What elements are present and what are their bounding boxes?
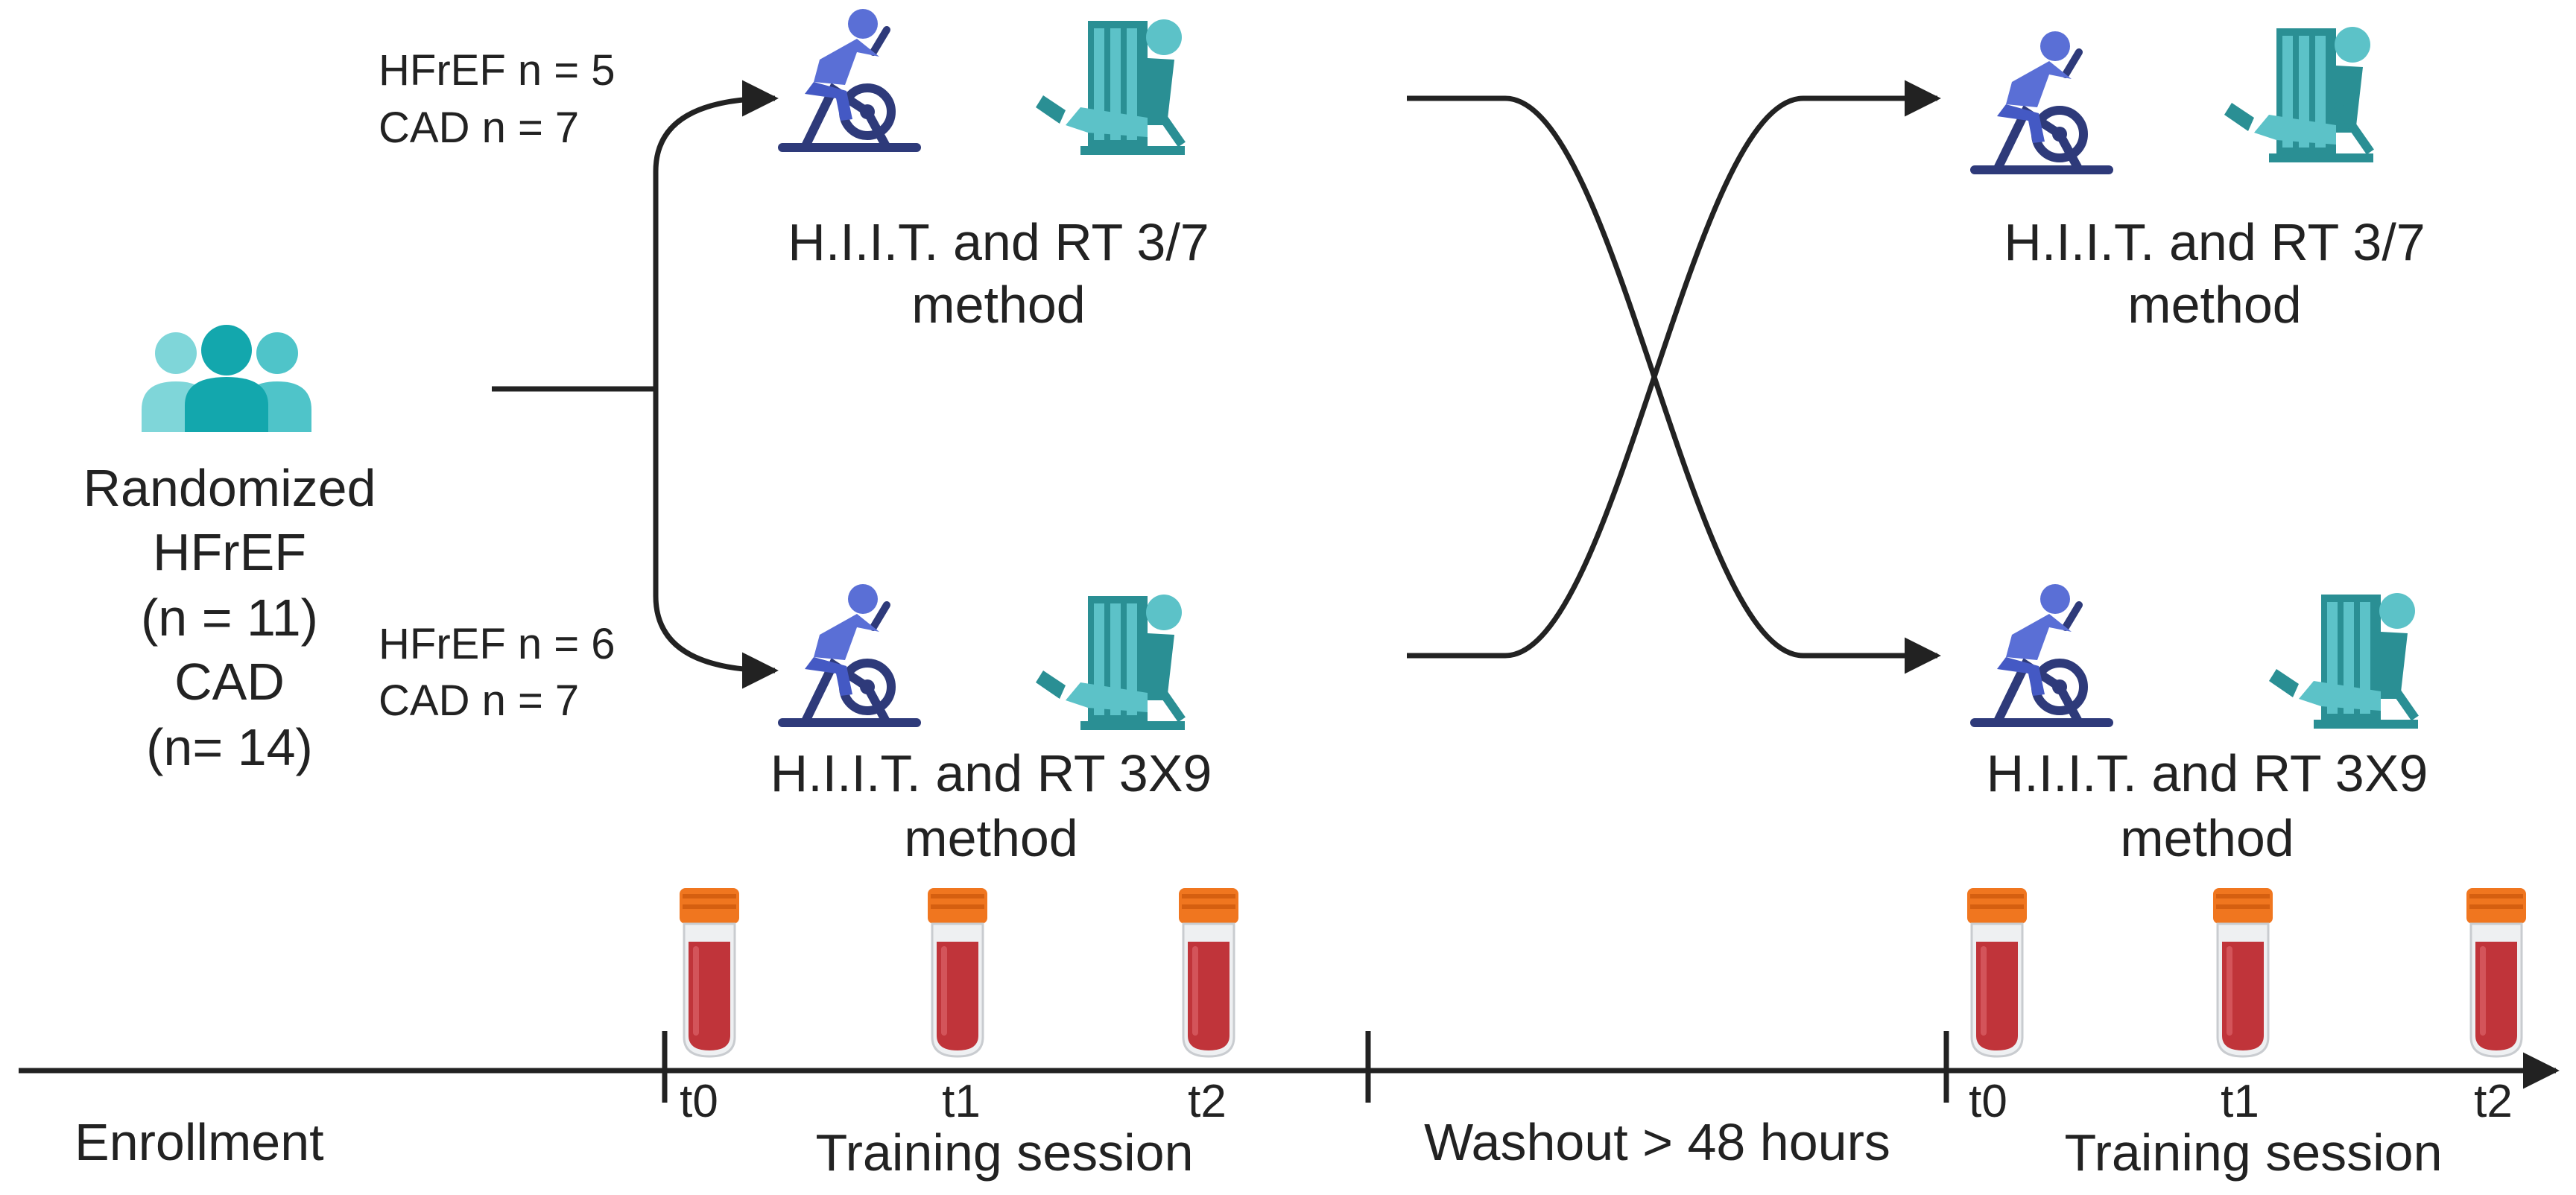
leg-extension-machine-icon xyxy=(2224,27,2373,162)
protocol-top-right-line-2: method xyxy=(2127,276,2302,334)
protocol-bottom-left-line-2: method xyxy=(904,809,1078,867)
leg-extension-machine-icon xyxy=(2269,593,2418,729)
protocol-top-right-line-1: H.I.I.T. and RT 3/7 xyxy=(2004,213,2425,271)
blood-sample-tube-icon xyxy=(926,887,989,1058)
branch-to-bottom xyxy=(653,389,779,689)
leg-extension-machine-icon xyxy=(1036,19,1185,155)
crossover-bottom-to-top xyxy=(1407,80,1941,659)
protocol-bottom-right-line-1: H.I.I.T. and RT 3X9 xyxy=(1986,744,2428,802)
timeline-tick-t0: t0 xyxy=(1969,1076,2007,1127)
protocol-bottom-left-line-1: H.I.I.T. and RT 3X9 xyxy=(770,744,1212,802)
blood-sample-tube-icon xyxy=(678,887,741,1058)
timeline-training-session-1-label: Training session xyxy=(815,1123,1194,1182)
timeline-tick-t1: t1 xyxy=(942,1076,981,1127)
randomized-label-line-5: (n= 14) xyxy=(146,718,313,776)
blood-sample-tube-icon xyxy=(2465,887,2528,1058)
leg-extension-machine-icon xyxy=(1036,595,1185,730)
bottom-group-cad-count: CAD n = 7 xyxy=(379,676,580,725)
blood-sample-tube-icon xyxy=(2212,887,2274,1058)
timeline-training-session-2-label: Training session xyxy=(2064,1123,2443,1182)
blood-sample-tube-icon xyxy=(1966,887,2028,1058)
people-group-icon xyxy=(142,325,311,432)
randomized-label-line-2: HFrEF xyxy=(152,523,307,581)
top-group-hfref-count: HFrEF n = 5 xyxy=(379,46,615,95)
timeline-tick-t2: t2 xyxy=(1188,1076,1227,1127)
bottom-group-hfref-count: HFrEF n = 6 xyxy=(379,620,615,668)
randomized-label-line-1: Randomized xyxy=(83,459,376,517)
randomized-label-line-4: CAD xyxy=(174,653,285,711)
exercise-bike-icon xyxy=(782,584,917,723)
exercise-bike-icon xyxy=(782,9,917,148)
timeline-tick-t0: t0 xyxy=(680,1076,718,1127)
timeline-washout-label: Washout > 48 hours xyxy=(1424,1113,1890,1171)
top-group-cad-count: CAD n = 7 xyxy=(379,104,580,152)
crossover-arrows xyxy=(1407,80,1941,674)
exercise-bike-icon xyxy=(1975,31,2109,170)
timeline xyxy=(19,1031,2560,1103)
branch-to-top xyxy=(653,80,779,389)
timeline-tick-t2: t2 xyxy=(2474,1076,2513,1127)
randomization-connectors xyxy=(492,80,779,689)
randomized-label-line-3: (n = 11) xyxy=(141,589,318,647)
exercise-bike-icon xyxy=(1975,584,2109,723)
timeline-tick-t1: t1 xyxy=(2221,1076,2259,1127)
protocol-top-left-line-2: method xyxy=(911,276,1086,334)
protocol-bottom-right-line-2: method xyxy=(2120,809,2294,867)
protocol-top-left-line-1: H.I.I.T. and RT 3/7 xyxy=(788,213,1209,271)
timeline-enrollment-label: Enrollment xyxy=(75,1113,324,1171)
crossover-top-to-bottom xyxy=(1407,95,1941,674)
blood-sample-tube-icon xyxy=(1177,887,1240,1058)
